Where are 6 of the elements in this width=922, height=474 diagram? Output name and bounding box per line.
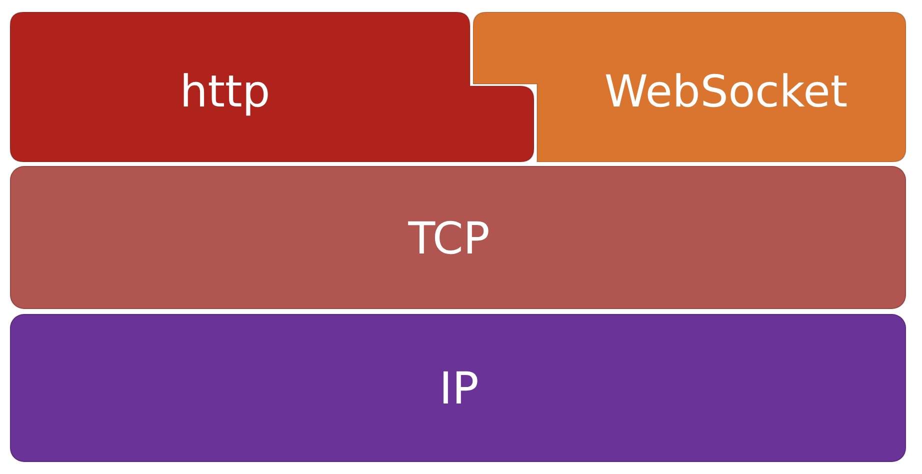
- layer-label: IP: [439, 364, 479, 414]
- layer-label: TCP: [408, 214, 490, 264]
- layer-label: WebSocket: [604, 66, 848, 118]
- layer-block: [10, 166, 906, 309]
- layer-block: [10, 314, 906, 462]
- layer-label: http: [180, 66, 270, 118]
